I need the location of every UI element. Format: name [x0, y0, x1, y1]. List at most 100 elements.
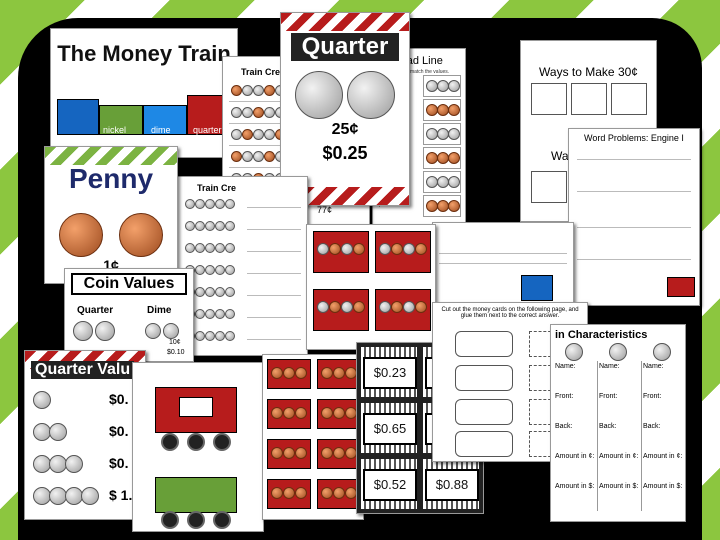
- coin-values-title: Coin Values: [71, 273, 187, 295]
- coin-icon: [609, 343, 627, 361]
- wheel-icon: [187, 511, 205, 529]
- coin-group-box: [423, 123, 461, 145]
- coin-icon: [253, 129, 264, 140]
- penny-coin-icon: [271, 367, 283, 379]
- car-label-quarter: quarter: [193, 125, 222, 135]
- quarter-coin-icon: [95, 321, 115, 341]
- coin-icon: [215, 287, 225, 297]
- coin-icon: [242, 85, 253, 96]
- coin-values-sheet: Coin Values Quarter Dime 10¢ $0.10: [64, 268, 194, 362]
- coin-icon: [195, 287, 205, 297]
- characteristic-label: Amount in ¢:: [555, 453, 595, 460]
- wheel-icon: [161, 433, 179, 451]
- quarter-coin-icon: [347, 71, 395, 119]
- penny-coin-icon: [271, 487, 283, 499]
- train-coin-sheet: [262, 354, 364, 520]
- penny-coin-icon: [333, 447, 345, 459]
- worksheet-2: Train Cre: [176, 176, 308, 356]
- green-car-icon: [99, 105, 143, 135]
- coin-icon: [215, 221, 225, 231]
- coin-icon: [448, 176, 460, 188]
- railroad-subtitle: Draw a line to match the values.: [378, 69, 450, 75]
- characteristic-label: Back:: [555, 423, 573, 430]
- coin-icon: [215, 199, 225, 209]
- penny-coin-icon: [333, 367, 345, 379]
- characteristic-label: Name:: [555, 363, 576, 370]
- quarter-value-row: $0.: [109, 455, 129, 471]
- blue-car-icon: [143, 105, 187, 135]
- penny-coin-icon: [333, 407, 345, 419]
- characteristics-title: in Characteristics: [555, 329, 648, 341]
- characteristic-label: Front:: [599, 393, 618, 400]
- money-card[interactable]: $0.23: [363, 357, 417, 389]
- quarter-coin-icon: [49, 423, 67, 441]
- money-train-sheet: The Money Train nickel dime quarter: [50, 28, 238, 158]
- coin-icon: [195, 243, 205, 253]
- characteristic-label: Amount in $:: [555, 483, 595, 490]
- coin-icon: [225, 287, 235, 297]
- coin-icon: [403, 243, 415, 255]
- coin-icon: [448, 200, 460, 212]
- penny-coin-icon: [295, 447, 307, 459]
- coin-icon: [231, 85, 242, 96]
- penny-coin-icon: [321, 407, 333, 419]
- coin-icon: [341, 301, 353, 313]
- coin-icon: [329, 243, 341, 255]
- word-problem-worksheet: [432, 222, 574, 314]
- coin-icon: [195, 331, 205, 341]
- coin-icon: [195, 309, 205, 319]
- quarter-dollars: $0.25: [322, 143, 368, 163]
- coin-characteristics-sheet: in Characteristics Name: Front: Back: Amoun…: [550, 324, 686, 522]
- quarter-coin-icon: [81, 487, 99, 505]
- coin-icon: [379, 301, 391, 313]
- penny-coin-icon: [283, 407, 295, 419]
- coin-icon: [253, 107, 264, 118]
- ways-box: [531, 83, 567, 115]
- money-card[interactable]: $0.65: [363, 413, 417, 445]
- coin-icon: [317, 243, 329, 255]
- characteristic-label: Name:: [599, 363, 620, 370]
- penny-coin-icon: [283, 367, 295, 379]
- penny-coin-icon: [333, 487, 345, 499]
- coin-icon: [205, 331, 215, 341]
- coin-icon: [264, 85, 275, 96]
- penny-coin-icon: [295, 487, 307, 499]
- quarter-values-title: Quarter Valu: [31, 361, 135, 379]
- characteristic-label: Amount in $:: [599, 483, 639, 490]
- coin-icon: [231, 129, 242, 140]
- coin-icon: [264, 151, 275, 162]
- quarter-coin-icon: [73, 321, 93, 341]
- coin-icon: [215, 243, 225, 253]
- dime-coin-icon: [163, 323, 179, 339]
- blue-train-engine-icon: [521, 275, 553, 301]
- penny-coin-icon: [321, 447, 333, 459]
- coin-values-dime-cents: 10¢: [169, 339, 181, 346]
- characteristic-label: Amount in ¢:: [643, 453, 683, 460]
- dime-coin-icon: [145, 323, 161, 339]
- coin-icon: [317, 301, 329, 313]
- money-card[interactable]: $0.52: [363, 469, 417, 501]
- quarter-coin-icon: [295, 71, 343, 119]
- coin-group-box: [423, 195, 461, 217]
- penny-coin-icon: [295, 367, 307, 379]
- coin-icon: [195, 265, 205, 275]
- coin-icon: [253, 85, 264, 96]
- word-problems-sheet: Word Problems: Engine I: [568, 128, 700, 306]
- coin-icon: [329, 301, 341, 313]
- coin-icon: [391, 243, 403, 255]
- coin-group-box: [423, 171, 461, 193]
- coin-icon: [205, 199, 215, 209]
- characteristic-label: Back:: [643, 423, 661, 430]
- penny-coin-icon: [295, 407, 307, 419]
- penny-coin-icon: [271, 407, 283, 419]
- coin-values-dime-dollars: $0.10: [167, 349, 185, 356]
- characteristic-label: Front:: [643, 393, 662, 400]
- coin-icon: [225, 221, 235, 231]
- penny-sheet: Penny 1¢: [44, 146, 178, 284]
- quarter-sheet: Quarter 25¢ $0.25: [280, 12, 410, 206]
- train-cars-sheet: [132, 362, 264, 532]
- coin-icon: [205, 221, 215, 231]
- coin-icon: [242, 151, 253, 162]
- money-card[interactable]: $0.88: [425, 469, 479, 501]
- coin-group-box: [423, 147, 461, 169]
